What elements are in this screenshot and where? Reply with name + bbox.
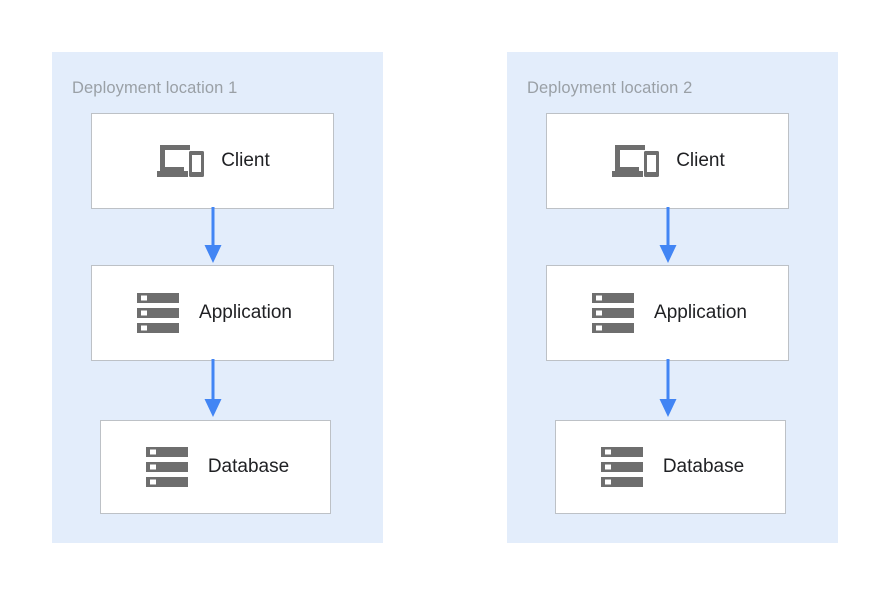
node-client-location-2[interactable]: Client bbox=[546, 113, 789, 209]
devices-icon bbox=[610, 137, 662, 185]
deployment-location-1-panel: Deployment location 1 Client bbox=[52, 52, 383, 543]
node-client-location-1[interactable]: Client bbox=[91, 113, 334, 209]
arrow-client-to-application-location-1 bbox=[200, 207, 226, 267]
node-label-client-location-2: Client bbox=[676, 150, 725, 171]
node-label-database-location-2: Database bbox=[662, 456, 745, 477]
node-label-client-location-1: Client bbox=[221, 150, 270, 171]
deployment-location-2-panel: Deployment location 2 Client bbox=[507, 52, 838, 543]
devices-icon bbox=[155, 137, 207, 185]
node-label-application-location-1: Application bbox=[199, 302, 292, 323]
arrow-application-to-database-location-2 bbox=[655, 359, 681, 419]
arrow-application-to-database-location-1 bbox=[200, 359, 226, 419]
node-label-database-location-1: Database bbox=[207, 456, 290, 477]
node-application-location-2[interactable]: Application bbox=[546, 265, 789, 361]
node-database-location-1[interactable]: Database bbox=[100, 420, 331, 514]
arrow-client-to-application-location-2 bbox=[655, 207, 681, 267]
server-rack-icon bbox=[597, 443, 649, 491]
server-rack-icon bbox=[133, 289, 185, 337]
server-rack-icon bbox=[142, 443, 194, 491]
server-rack-icon bbox=[588, 289, 640, 337]
node-label-application-location-2: Application bbox=[654, 302, 747, 323]
deployment-location-2-title: Deployment location 2 bbox=[527, 79, 693, 97]
node-application-location-1[interactable]: Application bbox=[91, 265, 334, 361]
deployment-location-1-title: Deployment location 1 bbox=[72, 79, 238, 97]
node-database-location-2[interactable]: Database bbox=[555, 420, 786, 514]
